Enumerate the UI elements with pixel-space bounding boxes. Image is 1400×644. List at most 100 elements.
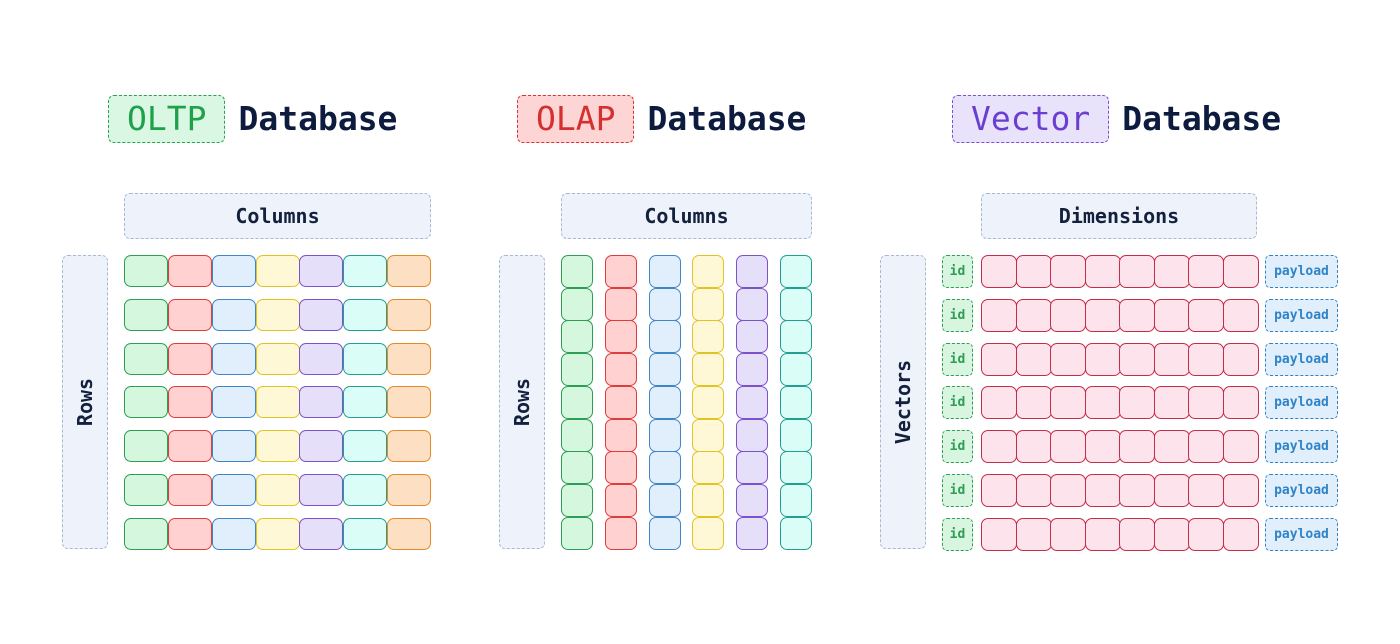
oltp-cell — [255, 430, 300, 463]
olap-cell — [692, 483, 725, 517]
vector-dimension-cell — [1119, 430, 1155, 464]
vector-dimension-cell — [1188, 255, 1224, 288]
oltp-cell — [387, 386, 432, 419]
vector-dimension-cell — [981, 517, 1017, 551]
olap-cell — [780, 483, 812, 517]
vector-id-tag: id — [942, 386, 973, 420]
vector-id-tag: id — [942, 430, 973, 464]
olap-cell — [736, 385, 769, 419]
vector-dimension-cell — [1015, 255, 1052, 288]
vector-dimension-cell — [1119, 255, 1155, 288]
vector-dimension-cell — [1050, 298, 1086, 332]
olap-cell — [692, 418, 725, 452]
vector-id-tag: id — [942, 474, 973, 507]
vector-dimension-cell — [981, 298, 1017, 332]
olap-cell — [604, 287, 637, 321]
oltp-cell — [124, 255, 168, 287]
vector-dimension-cell — [1119, 386, 1155, 420]
olap-cell — [561, 483, 593, 517]
oltp-cell — [211, 298, 256, 331]
oltp-cell — [124, 386, 168, 419]
olap-rows-label: Rows — [499, 255, 545, 549]
oltp-cell — [255, 255, 300, 287]
olap-cell — [648, 320, 681, 354]
oltp-badge: OLTP — [108, 94, 226, 143]
olap-cell — [736, 451, 769, 485]
vector-id-tag: id — [942, 517, 973, 551]
vector-badge: Vector — [952, 94, 1110, 143]
oltp-cell — [124, 342, 168, 375]
vector-dimension-cell — [1015, 342, 1052, 376]
olap-cell — [780, 385, 812, 419]
vector-dimension-cell — [1084, 386, 1121, 420]
vector-dimension-cell — [1188, 430, 1224, 464]
olap-cell — [648, 255, 681, 288]
vector-vectors-label-text: Vectors — [891, 359, 916, 445]
oltp-cell — [167, 298, 212, 331]
olap-cell — [780, 287, 812, 321]
oltp-cell — [211, 342, 256, 375]
oltp-cell — [299, 386, 344, 419]
olap-cell — [736, 483, 769, 517]
vector-dimension-cell — [1188, 342, 1224, 376]
vector-vectors-label: Vectors — [880, 255, 926, 549]
olap-cell — [604, 353, 637, 387]
oltp-cell — [343, 517, 388, 550]
olap-cell — [561, 353, 593, 387]
vector-dimension-cell — [1222, 474, 1259, 507]
vector-dimension-cell — [1015, 298, 1052, 332]
vector-dimension-cell — [1050, 386, 1086, 420]
vector-dimension-cell — [1050, 474, 1086, 507]
oltp-cell — [387, 517, 432, 550]
olap-cell — [561, 516, 593, 550]
vector-payload-tag: payload — [1265, 474, 1338, 507]
olap-cell — [780, 516, 812, 550]
vector-dimension-cell — [1084, 342, 1121, 376]
oltp-cell — [343, 298, 388, 331]
oltp-cell — [124, 430, 168, 463]
olap-cell — [561, 385, 593, 419]
vector-payload-tag: payload — [1265, 430, 1338, 464]
olap-cell — [648, 385, 681, 419]
olap-cell — [736, 320, 769, 354]
vector-dimension-cell — [981, 430, 1017, 464]
vector-dimension-cell — [1188, 474, 1224, 507]
vector-id-tag: id — [942, 342, 973, 376]
vector-dimension-cell — [1015, 517, 1052, 551]
oltp-cell — [255, 342, 300, 375]
oltp-cell — [255, 474, 300, 506]
oltp-cell — [387, 342, 432, 375]
vector-dimension-cell — [1050, 430, 1086, 464]
oltp-cell — [211, 430, 256, 463]
vector-title: Vector Database — [952, 93, 1281, 144]
vector-dimension-cell — [1084, 474, 1121, 507]
oltp-cell — [167, 386, 212, 419]
vector-dimension-cell — [1222, 298, 1259, 332]
oltp-cell — [387, 255, 432, 287]
vector-dimension-cell — [1153, 342, 1190, 376]
olap-cell — [561, 255, 593, 288]
olap-cell — [604, 418, 637, 452]
oltp-title-word: Database — [238, 99, 398, 138]
olap-cell — [736, 418, 769, 452]
olap-cell — [780, 320, 812, 354]
oltp-cell — [211, 517, 256, 550]
vector-dimension-cell — [1050, 517, 1086, 551]
vector-dimension-cell — [981, 386, 1017, 420]
oltp-cell — [255, 517, 300, 550]
oltp-cell — [255, 298, 300, 331]
olap-badge: OLAP — [517, 94, 635, 143]
oltp-cell — [124, 474, 168, 506]
oltp-cell — [167, 342, 212, 375]
vector-dimension-cell — [1153, 474, 1190, 507]
vector-dimension-cell — [1188, 386, 1224, 420]
vector-dimension-cell — [1015, 430, 1052, 464]
oltp-cell — [299, 474, 344, 506]
vector-dimension-cell — [981, 474, 1017, 507]
oltp-cell — [343, 255, 388, 287]
vector-dimension-cell — [1119, 298, 1155, 332]
olap-cell — [604, 516, 637, 550]
vector-dimension-cell — [1222, 342, 1259, 376]
olap-cell — [604, 385, 637, 419]
olap-columns-label: Columns — [561, 193, 812, 239]
